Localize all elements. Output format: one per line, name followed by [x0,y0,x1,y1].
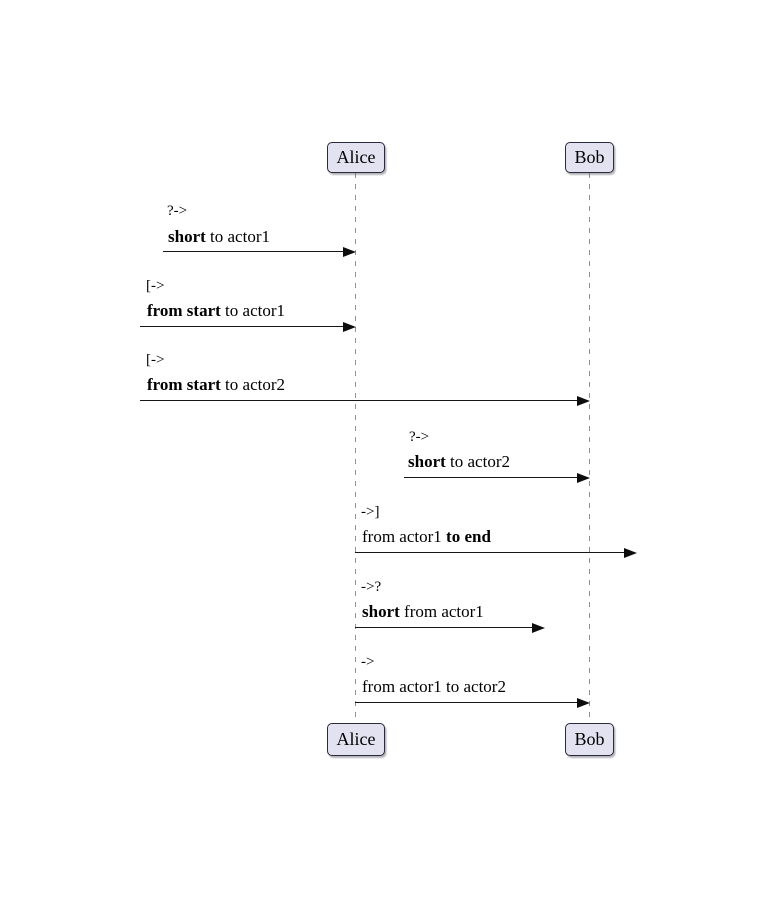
message-operator: [-> [146,352,165,368]
arrow-head-icon [577,697,590,708]
message-text-bold: short [362,602,400,621]
message-text-post: to actor2 [445,452,510,471]
arrow-line [355,701,581,703]
message-arrow [163,246,356,257]
actor-label: Alice [336,147,376,167]
arrow-line [140,399,581,401]
message-text-bold: short [408,452,446,471]
actor-label: Bob [574,147,605,167]
actor-box-alice-top: Alice [327,142,385,173]
message-operator: -> [361,654,375,670]
message-text-post: to actor1 [205,227,270,246]
message-text-pre: from actor1 [362,527,447,546]
message-text: from actor1 to actor2 [362,677,506,697]
message-text-pre: from actor1 to actor2 [362,677,506,696]
message-operator: ->] [361,504,380,520]
message-text-post: to actor1 [220,301,285,320]
message-text: from start to actor1 [147,301,285,321]
arrow-head-icon [577,395,590,406]
message-text-bold: from start [147,375,221,394]
arrow-line [404,476,581,478]
message-text-bold: short [168,227,206,246]
message-arrow [355,547,637,558]
actor-label: Alice [336,729,376,749]
arrow-head-icon [624,547,637,558]
message-arrow [140,321,356,332]
message-operator: ?-> [409,429,430,445]
arrow-line [140,325,347,327]
message-text: from actor1 to end [362,527,491,547]
message-text: short to actor2 [408,452,510,472]
message-arrow [140,395,590,406]
message-operator: ?-> [167,203,188,219]
actor-box-bob-bottom: Bob [565,723,614,756]
arrow-head-icon [343,321,356,332]
arrow-head-icon [577,472,590,483]
message-arrow [404,472,590,483]
actor-box-bob-top: Bob [565,142,614,173]
message-text: from start to actor2 [147,375,285,395]
message-text-bold: from start [147,301,221,320]
message-operator: [-> [146,278,165,294]
message-text-post: from actor1 [399,602,484,621]
message-text-post: to actor2 [220,375,285,394]
arrow-line [163,250,347,252]
message-arrow [355,622,545,633]
actor-label: Bob [574,729,605,749]
arrow-line [355,626,536,628]
message-text: short to actor1 [168,227,270,247]
arrow-head-icon [343,246,356,257]
lifeline-alice [355,173,357,723]
arrow-line [355,551,628,553]
message-operator: ->? [361,579,382,595]
message-arrow [355,697,590,708]
lifeline-bob [589,173,591,723]
actor-box-alice-bottom: Alice [327,723,385,756]
arrow-head-icon [532,622,545,633]
message-text-bold: to end [446,527,491,546]
message-text: short from actor1 [362,602,484,622]
